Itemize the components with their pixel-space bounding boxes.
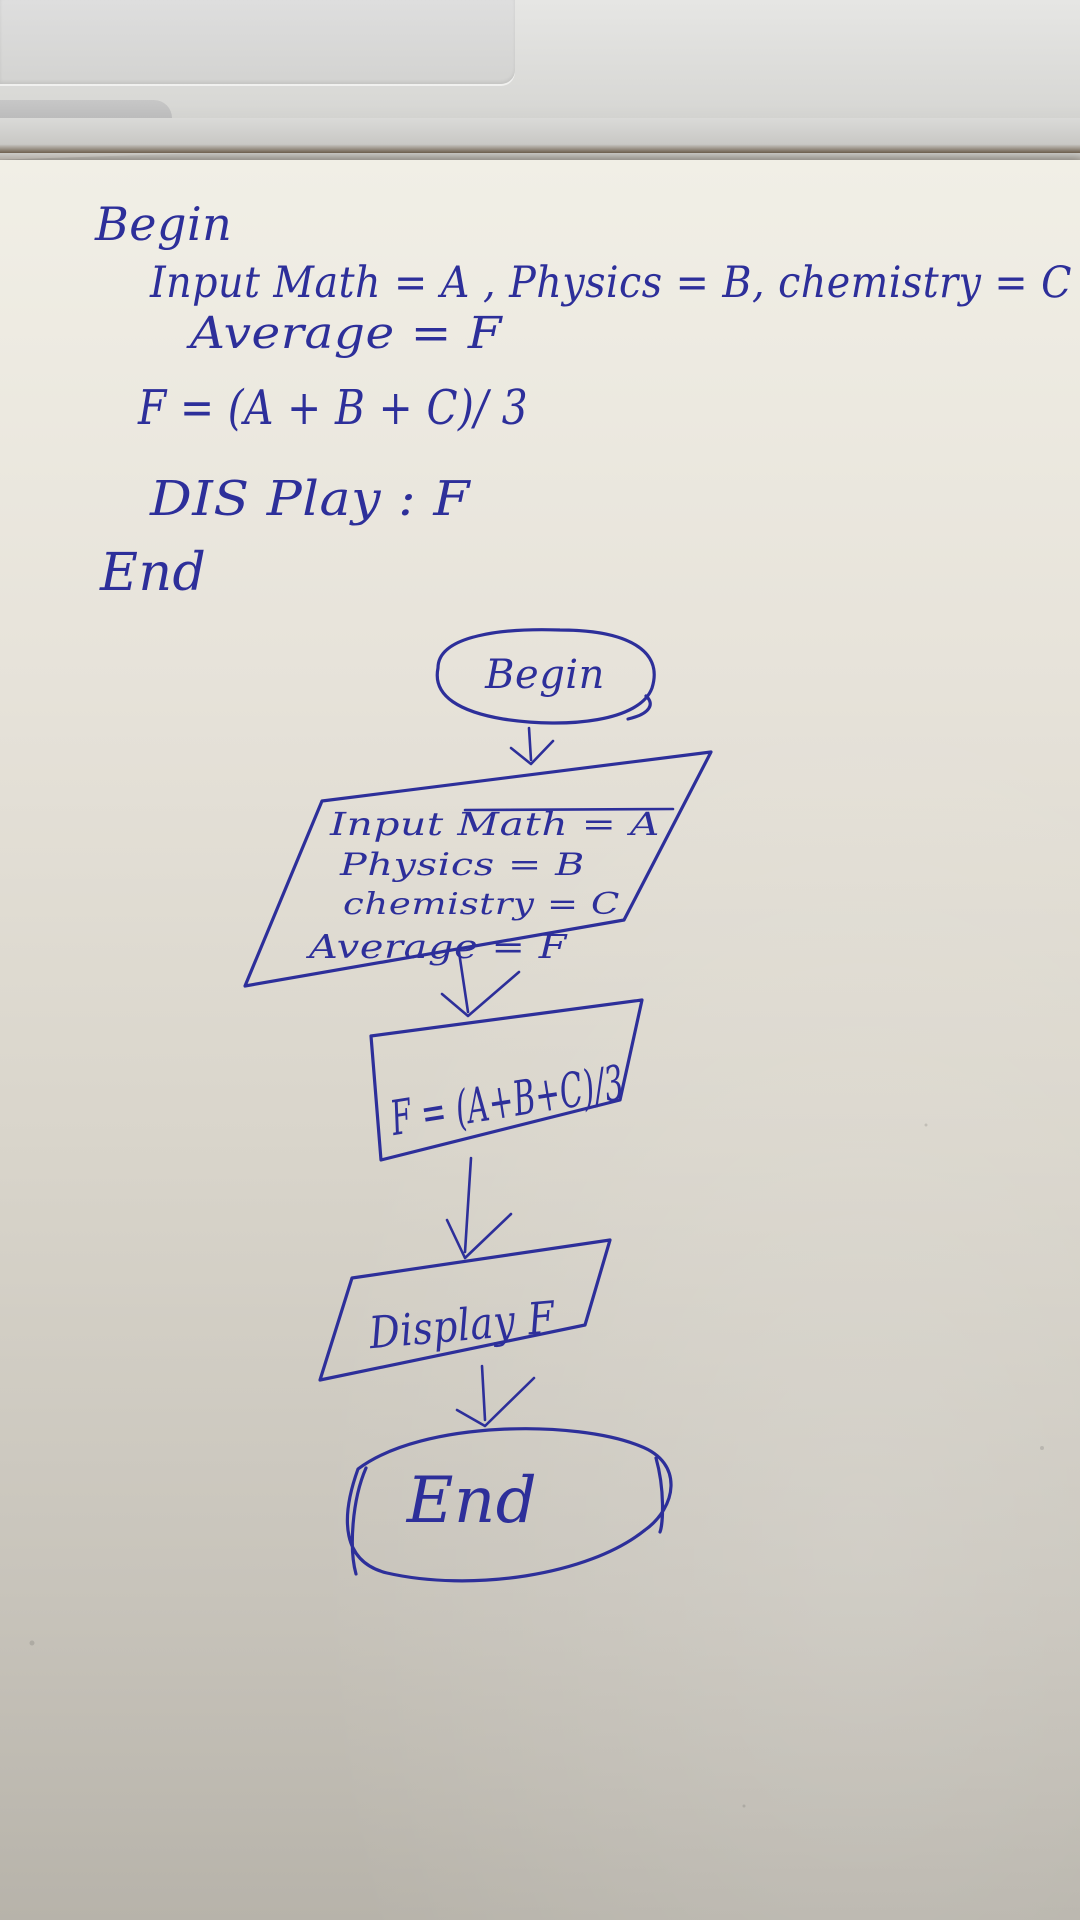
arrow-start-to-input — [509, 726, 555, 766]
arrow-shape — [440, 950, 521, 1018]
arrow-shape — [445, 1156, 513, 1260]
arrow-input-to-process — [440, 950, 521, 1018]
flowchart: Begin Input Math = A Physics = B chemist… — [243, 628, 713, 1583]
output-label: Display F — [366, 1292, 557, 1359]
process-label: F = (A+B+C)/3 — [386, 1055, 627, 1147]
end-oval-shape — [345, 1427, 673, 1583]
notes-input-line: Input Math = A , Physics = B, chemistry … — [149, 258, 1072, 308]
input-line-3: chemistry = C — [343, 887, 620, 922]
notes-formula-line: F = (A + B + C)/ 3 — [137, 380, 528, 436]
input-box-shape — [243, 750, 713, 988]
output-parallelogram: Display F — [318, 1238, 612, 1382]
notes-end: End — [99, 543, 206, 603]
paper-specks — [29, 1123, 1044, 1808]
start-oval-shape — [435, 628, 656, 725]
laptop-front-edge — [0, 118, 1080, 153]
laptop-trackpad — [0, 0, 515, 84]
input-line-1: Input Math = A — [329, 805, 660, 843]
end-terminal: End — [345, 1427, 673, 1583]
notes-average-line: Average = F — [186, 308, 503, 359]
arrow-shape — [509, 726, 555, 766]
start-label: Begin — [484, 652, 605, 698]
notes-display-line: DIS Play : F — [149, 471, 471, 527]
arrow-process-to-output — [445, 1156, 513, 1260]
input-box-inner-line — [463, 807, 675, 812]
output-box-shape — [318, 1238, 612, 1382]
paper-sheet — [0, 160, 1080, 1920]
notes-begin: Begin — [94, 197, 232, 251]
input-line-4: Average = F — [305, 927, 567, 966]
end-label: End — [406, 1464, 537, 1538]
pseudocode-notes: Begin Input Math = A , Physics = B, chem… — [94, 197, 1072, 603]
input-parallelogram: Input Math = A Physics = B chemistry = C… — [243, 750, 713, 988]
arrow-output-to-end — [455, 1364, 536, 1428]
process-box-shape — [369, 998, 644, 1162]
process-box: F = (A+B+C)/3 — [369, 998, 644, 1162]
arrow-shape — [455, 1364, 536, 1428]
start-terminal: Begin — [435, 628, 656, 725]
input-line-2: Physics = B — [339, 847, 585, 883]
